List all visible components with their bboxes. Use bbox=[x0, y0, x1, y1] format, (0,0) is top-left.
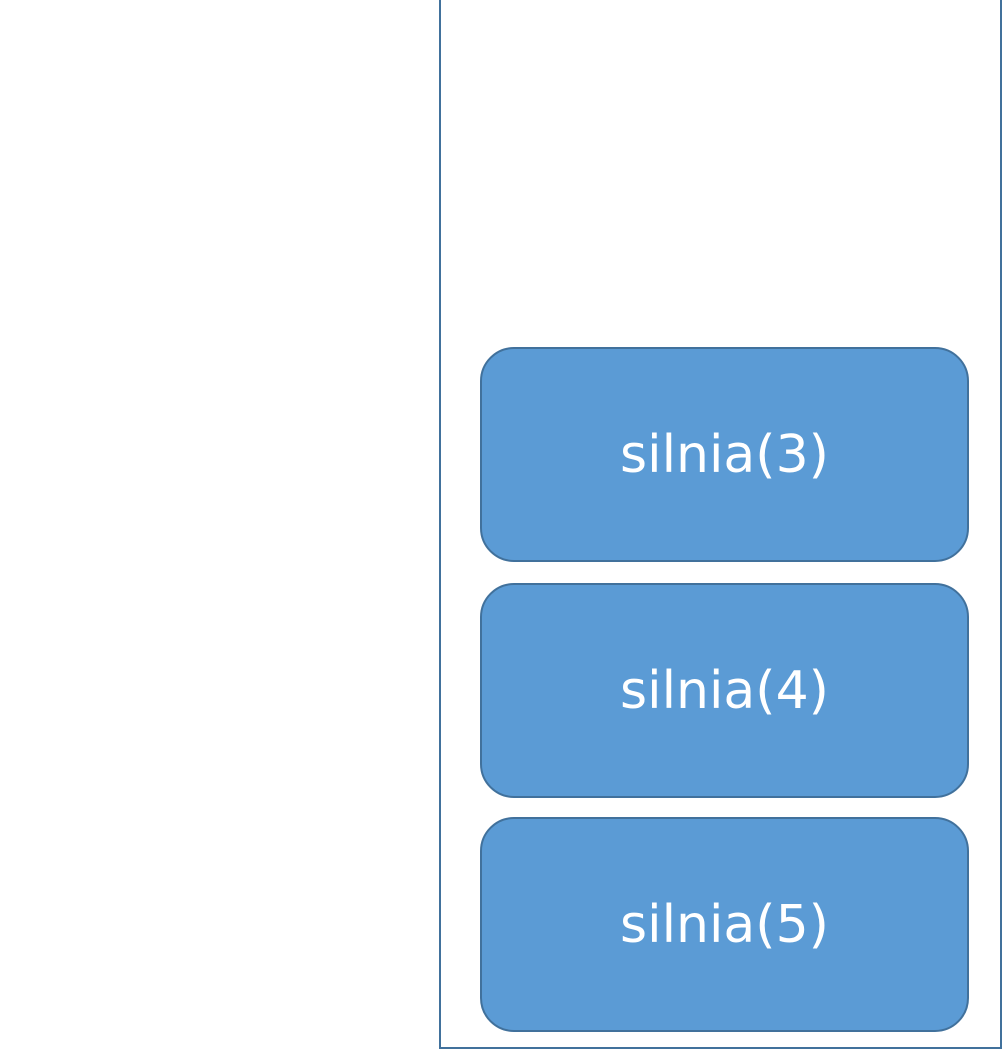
stack-frame-label: silnia(3) bbox=[620, 424, 829, 485]
stack-frame-silnia-4: silnia(4) bbox=[480, 583, 969, 798]
stack-frame-label: silnia(5) bbox=[620, 894, 829, 955]
stack-frame-label: silnia(4) bbox=[620, 660, 829, 721]
stack-frame-silnia-5: silnia(5) bbox=[480, 817, 969, 1032]
stack-frame-silnia-3: silnia(3) bbox=[480, 347, 969, 562]
